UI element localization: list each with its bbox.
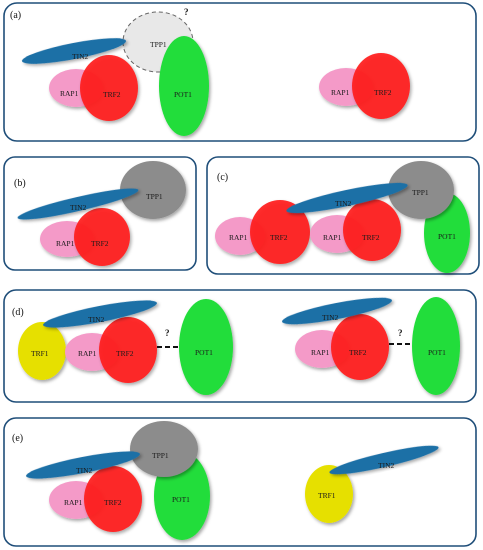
trf2-oval (74, 208, 130, 266)
complex-a-right: RAP1 TRF2 (319, 53, 410, 119)
trf2-oval (343, 199, 401, 261)
rap1-label: RAP1 (56, 239, 75, 248)
tin2-bar (329, 445, 439, 475)
pot1-label: POT1 (174, 90, 192, 99)
rap1-label: RAP1 (229, 233, 248, 242)
trf2-label: TRF2 (362, 233, 380, 242)
panel-b-label: (b) (14, 178, 26, 189)
panel-e-label: (e) (12, 433, 23, 444)
tin2-label: TIN2 (322, 313, 338, 322)
trf2-oval (99, 317, 157, 383)
trf2-label: TRF2 (374, 88, 392, 97)
complex-d-left: TRF1 RAP1 TRF2 TIN2 ? POT1 (18, 299, 233, 395)
tin2-label: TIN2 (72, 52, 88, 61)
trf2-label: TRF2 (270, 233, 288, 242)
panel-a: (a) TPP1 ? POT1 RAP1 TRF2 TIN2 RAP1 TRF2 (3, 2, 477, 142)
complex-e-right: TRF1 TIN2 (305, 445, 439, 523)
tin2-label: TIN2 (335, 199, 351, 208)
pot1-label: POT1 (438, 232, 456, 241)
trf2-label: TRF2 (91, 239, 109, 248)
tin2-bar (21, 38, 127, 64)
tpp1-oval (120, 161, 186, 219)
question-mark: ? (165, 328, 170, 338)
pot1-label: POT1 (428, 348, 446, 357)
trf1-label: TRF1 (318, 491, 336, 500)
tin2-bar (17, 188, 139, 220)
pot1-oval (412, 297, 460, 395)
tin2-label: TIN2 (70, 203, 86, 212)
tin2-label: TIN2 (76, 466, 92, 475)
trf2-oval (84, 466, 142, 532)
tpp1-oval (388, 161, 454, 219)
panel-c: (c) POT1 TPP1 RAP1 TRF2 RAP1 TRF2 TIN2 (206, 156, 480, 275)
pot1-label: POT1 (172, 495, 190, 504)
rap1-label: RAP1 (311, 348, 330, 357)
rap1-label: RAP1 (64, 498, 83, 507)
panel-d: (d) TRF1 RAP1 TRF2 TIN2 ? POT1 RAP1 TRF2… (3, 289, 477, 403)
question-mark: ? (398, 328, 403, 338)
rap1-label: RAP1 (60, 89, 79, 98)
tin2-label: TIN2 (88, 315, 104, 324)
tin2-bar (43, 300, 157, 328)
tpp1-label: TPP1 (146, 192, 163, 201)
question-mark: ? (184, 7, 189, 17)
tpp1-oval (130, 421, 198, 477)
tin2-bar (286, 182, 408, 214)
tpp1-label: TPP1 (150, 40, 167, 49)
trf2-label: TRF2 (103, 90, 121, 99)
trf2-label: TRF2 (349, 348, 367, 357)
pot1-oval (179, 299, 233, 395)
trf2-label: TRF2 (104, 498, 122, 507)
trf2-oval (352, 53, 410, 119)
trf1-oval (305, 465, 353, 523)
panel-c-label: (c) (217, 172, 228, 183)
panel-b: (b) TPP1 RAP1 TRF2 TIN2 (3, 156, 197, 271)
rap1-label: RAP1 (331, 88, 350, 97)
rap1-label: RAP1 (78, 349, 97, 358)
trf1-oval (18, 322, 66, 380)
tin2-bar (282, 297, 392, 325)
pot1-oval (159, 36, 209, 136)
tin2-label: TIN2 (378, 461, 394, 470)
tpp1-label: TPP1 (412, 188, 429, 197)
panel-d-label: (d) (12, 307, 24, 318)
rap1-label: RAP1 (323, 233, 342, 242)
trf2-oval (80, 55, 138, 121)
trf1-label: TRF1 (31, 349, 49, 358)
tpp1-label: TPP1 (152, 451, 169, 460)
panel-a-label: (a) (10, 10, 21, 21)
panel-e: (e) POT1 TPP1 RAP1 TRF2 TIN2 TRF1 TIN2 (3, 417, 477, 547)
pot1-label: POT1 (195, 348, 213, 357)
trf2-oval (250, 200, 310, 264)
trf2-oval (331, 314, 389, 380)
complex-a-left: TPP1 ? POT1 RAP1 TRF2 TIN2 (21, 7, 209, 136)
trf2-label: TRF2 (116, 349, 134, 358)
complex-e-left: POT1 TPP1 RAP1 TRF2 TIN2 (26, 421, 210, 540)
complex-d-right: RAP1 TRF2 TIN2 ? POT1 (282, 297, 460, 395)
tin2-bar (26, 451, 140, 479)
